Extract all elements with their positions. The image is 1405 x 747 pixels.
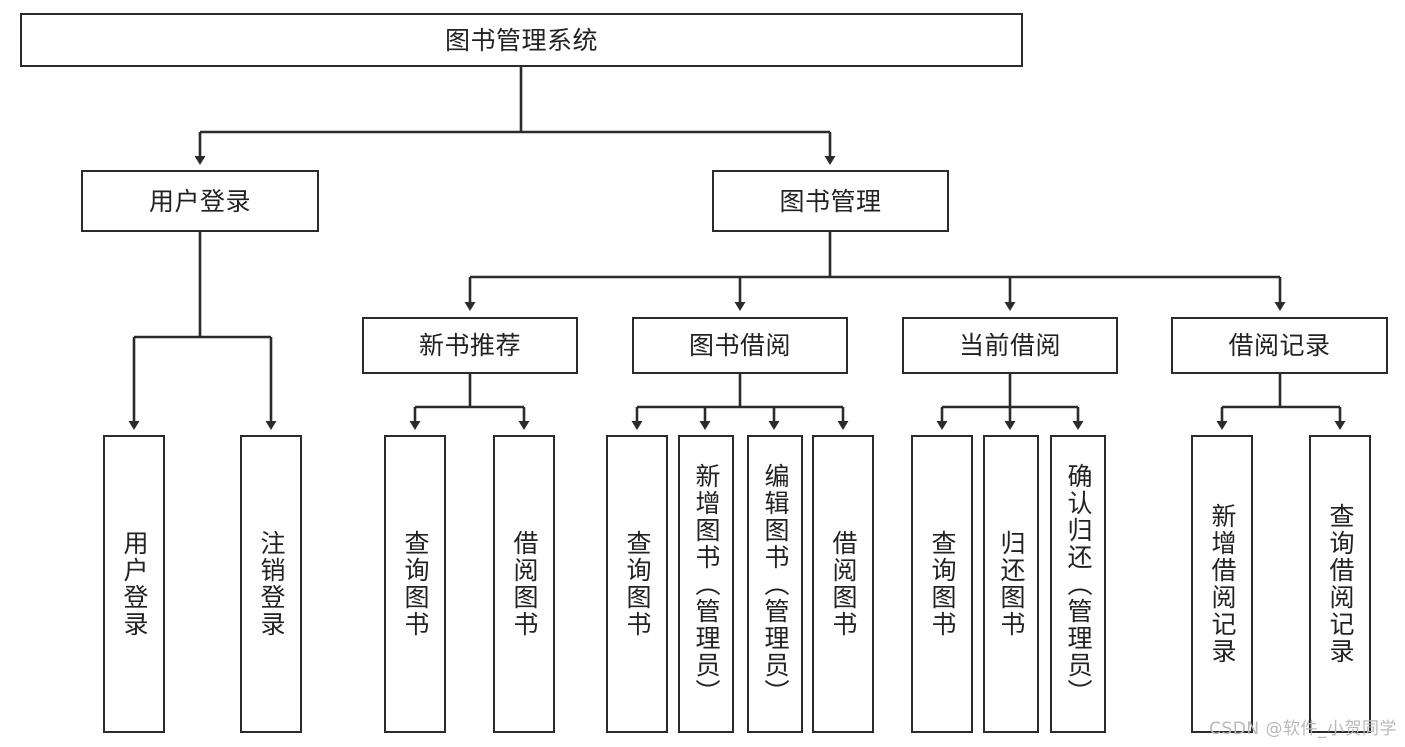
node-label: 编辑图书（管理员） — [761, 462, 790, 706]
node-label: 查询图书 — [623, 530, 652, 638]
leaf-query-book-recommend[interactable]: 查询图书 — [384, 435, 446, 733]
node-label: 归还图书 — [997, 530, 1026, 638]
node-label: 借阅记录 — [1228, 331, 1331, 360]
node-label: 确认归还（管理员） — [1064, 462, 1093, 706]
node-current-borrow[interactable]: 当前借阅 — [902, 317, 1118, 374]
node-label: 借阅图书 — [510, 530, 539, 638]
leaf-query-book-borrow[interactable]: 查询图书 — [606, 435, 668, 733]
node-label: 用户登录 — [120, 530, 149, 638]
leaf-borrow-book[interactable]: 借阅图书 — [812, 435, 874, 733]
node-label: 新增借阅记录 — [1208, 503, 1237, 665]
leaf-return-book[interactable]: 归还图书 — [983, 435, 1039, 733]
node-label: 借阅图书 — [829, 530, 858, 638]
node-label: 注销登录 — [257, 530, 286, 638]
node-label: 新增图书（管理员） — [692, 462, 721, 706]
node-label: 用户登录 — [148, 186, 251, 216]
node-label: 查询图书 — [928, 530, 957, 638]
node-label: 当前借阅 — [958, 331, 1061, 360]
leaf-add-borrow-record[interactable]: 新增借阅记录 — [1191, 435, 1253, 733]
leaf-edit-book-admin[interactable]: 编辑图书（管理员） — [747, 435, 803, 733]
node-label: 查询借阅记录 — [1326, 503, 1355, 665]
leaf-borrow-book-recommend[interactable]: 借阅图书 — [493, 435, 555, 733]
node-label: 图书管理 — [779, 186, 882, 216]
node-label: 图书借阅 — [688, 331, 791, 360]
node-label: 查询图书 — [401, 530, 430, 638]
node-user-login[interactable]: 用户登录 — [81, 170, 319, 232]
leaf-add-book-admin[interactable]: 新增图书（管理员） — [678, 435, 734, 733]
leaf-query-book-current[interactable]: 查询图书 — [911, 435, 973, 733]
node-book-management[interactable]: 图书管理 — [712, 170, 949, 232]
node-label: 图书管理系统 — [444, 25, 598, 55]
node-borrow-record[interactable]: 借阅记录 — [1171, 317, 1388, 374]
leaf-confirm-return-admin[interactable]: 确认归还（管理员） — [1050, 435, 1106, 733]
leaf-logout[interactable]: 注销登录 — [240, 435, 302, 733]
leaf-query-borrow-record[interactable]: 查询借阅记录 — [1309, 435, 1371, 733]
node-book-borrow[interactable]: 图书借阅 — [632, 317, 848, 374]
node-root-system[interactable]: 图书管理系统 — [20, 13, 1023, 67]
node-label: 新书推荐 — [418, 331, 521, 360]
leaf-user-login[interactable]: 用户登录 — [103, 435, 165, 733]
node-new-book-recommend[interactable]: 新书推荐 — [362, 317, 578, 374]
csdn-watermark: CSDN @软件_小贺同学 — [1209, 719, 1397, 739]
